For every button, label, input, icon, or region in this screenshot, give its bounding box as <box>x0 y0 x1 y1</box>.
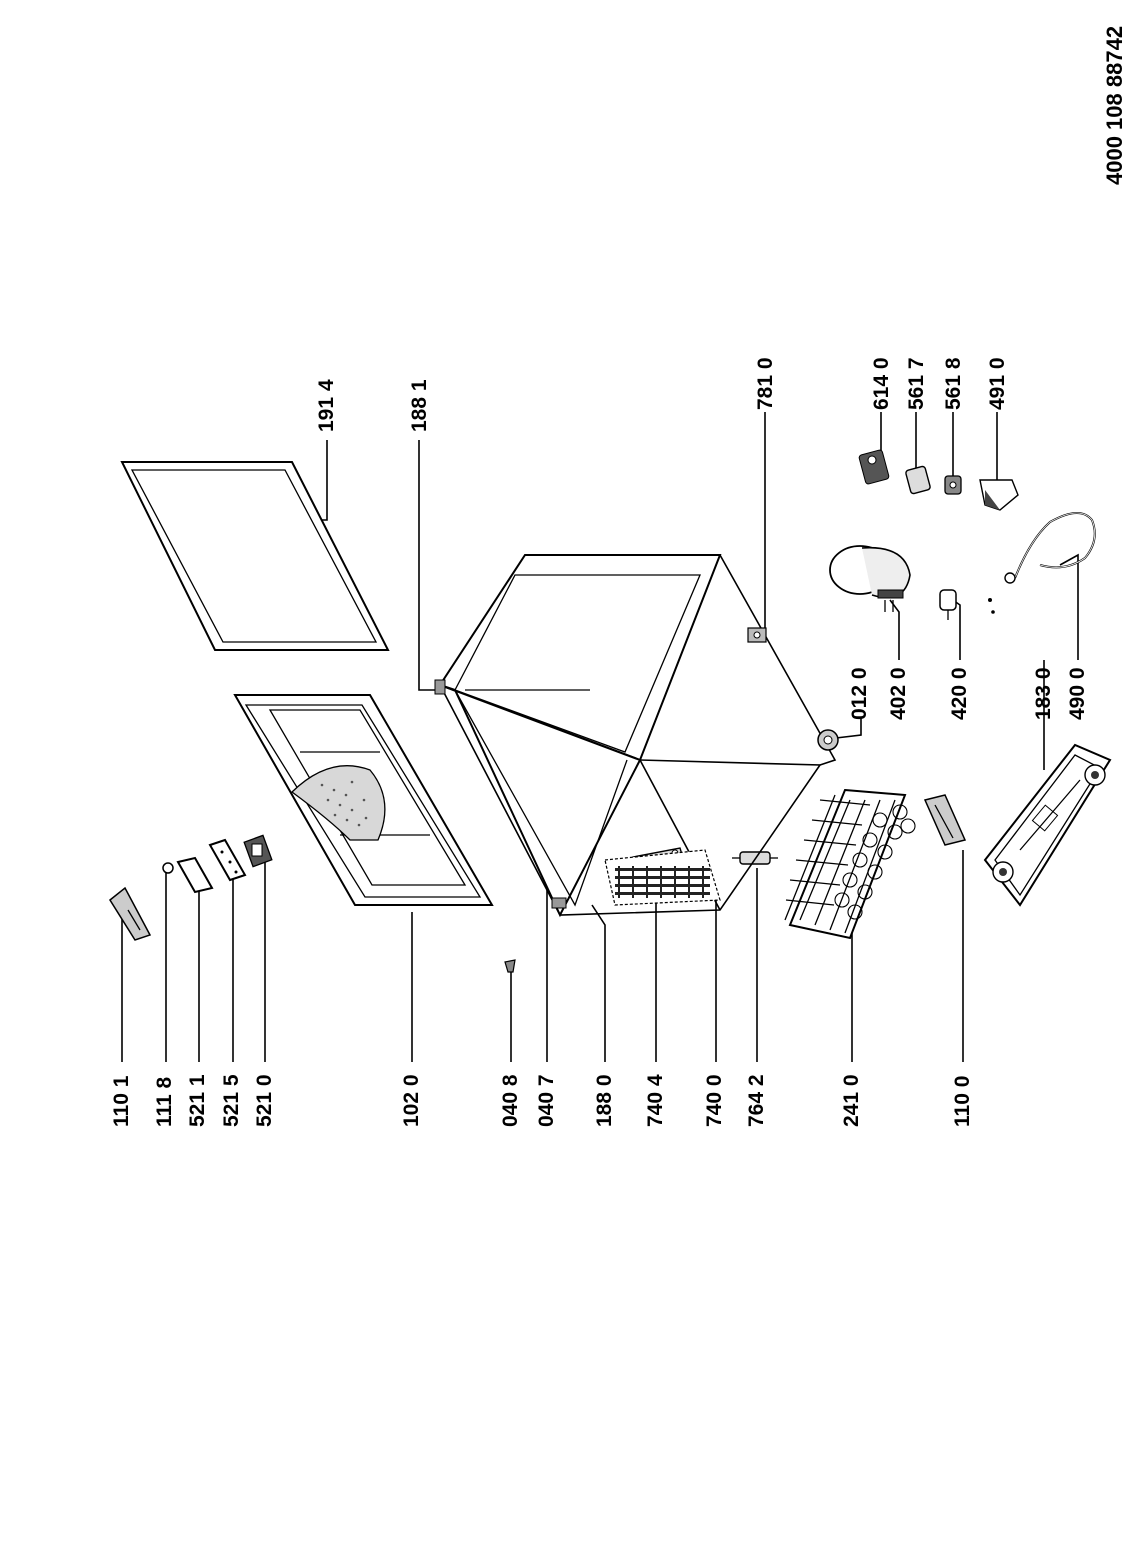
part-label-102-0: 102 0 <box>400 1074 423 1127</box>
part-label-040-8: 040 8 <box>499 1074 522 1127</box>
handle <box>109 886 152 941</box>
part-label-191-4: 191 4 <box>315 379 338 432</box>
base-plate <box>983 743 1112 907</box>
part-label-561-8: 561 8 <box>942 357 965 410</box>
clip <box>944 475 962 495</box>
part-label-561-7: 561 7 <box>905 357 928 410</box>
part-label-040-7: 040 7 <box>535 1074 558 1127</box>
part-label-420-0: 420 0 <box>948 667 971 720</box>
part-label-490-0: 490 0 <box>1066 667 1089 720</box>
hinge-pin <box>504 959 516 973</box>
part-label-781-0: 781 0 <box>754 357 777 410</box>
part-label-614-0: 614 0 <box>870 357 893 410</box>
part-label-188-1: 188 1 <box>408 379 431 432</box>
part-label-012-0: 012 0 <box>848 667 871 720</box>
base-strip <box>923 794 967 846</box>
part-label-521-5: 521 5 <box>220 1074 243 1127</box>
part-label-740-4: 740 4 <box>644 1074 667 1127</box>
knob <box>162 862 174 874</box>
wire-basket <box>784 788 916 940</box>
part-label-521-1: 521 1 <box>186 1074 209 1127</box>
part-label-110-1: 110 1 <box>110 1075 133 1127</box>
relay <box>858 449 890 485</box>
part-label-402-0: 402 0 <box>887 667 910 720</box>
part-label-188-0: 188 0 <box>593 1074 616 1127</box>
lid-gasket <box>120 461 390 651</box>
power-cord <box>1004 512 1096 584</box>
capacitor <box>939 589 995 620</box>
part-label-740-0: 740 0 <box>703 1074 726 1127</box>
label-plate <box>176 856 214 894</box>
thermostat-plate <box>208 838 247 882</box>
part-label-764-2: 764 2 <box>745 1074 768 1127</box>
part-label-491-0: 491 0 <box>986 357 1009 410</box>
part-label-241-0: 241 0 <box>840 1074 863 1127</box>
part-label-110-0: 110 0 <box>951 1076 974 1127</box>
thermostat <box>243 834 273 868</box>
document-number: 4000 108 88742 <box>1102 26 1127 185</box>
part-label-111-8: 111 8 <box>153 1076 176 1127</box>
compressor <box>829 545 911 612</box>
cabinet <box>434 554 839 918</box>
evaporator-panel <box>604 849 721 906</box>
part-label-521-0: 521 0 <box>253 1074 276 1127</box>
lid <box>233 694 494 906</box>
overload-protector <box>905 465 931 495</box>
relay-cover <box>979 479 1019 511</box>
